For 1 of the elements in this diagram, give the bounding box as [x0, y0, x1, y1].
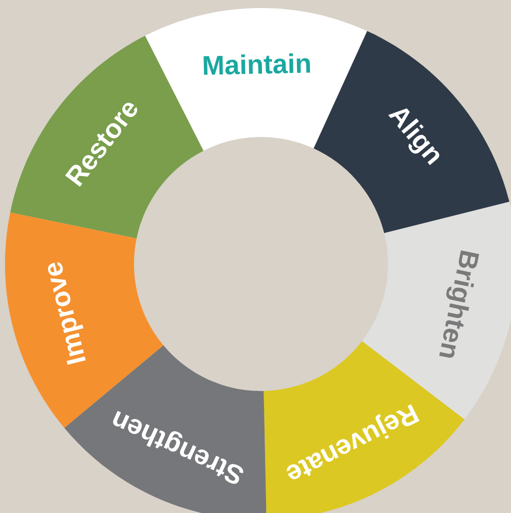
- ring-segment: Maintain: [145, 8, 368, 151]
